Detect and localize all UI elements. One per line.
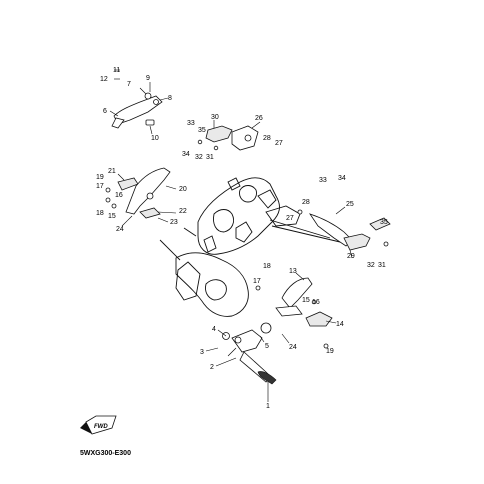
fwd-label: FWD: [94, 424, 108, 430]
callout-9: 9: [146, 75, 150, 82]
rear-footrest-right: [297, 209, 391, 251]
rear-footrest-bracket-left: [111, 92, 163, 129]
callout-33: 33: [187, 120, 195, 127]
callout-25: 25: [346, 201, 354, 208]
callout-6: 6: [103, 108, 107, 115]
callout-3: 3: [200, 349, 204, 356]
callout-27: 27: [275, 140, 283, 147]
callout-15: 15: [302, 297, 310, 304]
callout-16: 16: [312, 299, 320, 306]
callout-11: 11: [113, 67, 120, 74]
callout-34: 34: [338, 175, 346, 182]
callout-17: 17: [253, 278, 261, 285]
callout-31: 31: [206, 154, 214, 161]
callout-31: 31: [378, 262, 386, 269]
callout-1: 1: [266, 403, 270, 410]
callout-17: 17: [96, 183, 104, 190]
callout-20: 20: [179, 186, 187, 193]
callout-19: 19: [326, 348, 334, 355]
callout-12: 12: [100, 76, 108, 83]
callout-35: 35: [198, 127, 206, 134]
callout-23: 23: [170, 219, 178, 226]
rider-footrest-left: [197, 125, 259, 151]
callout-8: 8: [168, 95, 172, 102]
callout-35: 35: [380, 219, 388, 226]
callout-27: 27: [286, 215, 294, 222]
callout-32: 32: [367, 262, 375, 269]
callout-33: 33: [319, 177, 327, 184]
callout-7: 7: [127, 81, 131, 88]
callouts: 11 12 7 9 8 6 10 30 26 33 35 34 32 31 28…: [96, 67, 388, 410]
callout-19: 19: [96, 174, 104, 181]
callout-14: 14: [336, 321, 344, 328]
rider-footrest-right: [255, 277, 333, 349]
callout-4: 4: [212, 326, 216, 333]
callout-22: 22: [179, 208, 187, 215]
callout-21: 21: [108, 168, 116, 175]
callout-28: 28: [263, 135, 271, 142]
callout-13: 13: [289, 268, 297, 275]
callout-29: 29: [347, 253, 355, 260]
callout-32: 32: [195, 154, 203, 161]
callout-15: 15: [108, 213, 116, 220]
frame-outline: [159, 177, 341, 317]
callout-18: 18: [263, 263, 271, 270]
callout-34: 34: [182, 151, 190, 158]
sidestand-assembly: [222, 322, 277, 385]
callout-24: 24: [116, 226, 124, 233]
diagram-caption: 5WXG300-E300: [80, 450, 131, 457]
callout-28: 28: [302, 199, 310, 206]
callout-2: 2: [210, 364, 214, 371]
left-footrest-assembly: [105, 167, 171, 219]
callout-10: 10: [151, 135, 159, 142]
callout-26: 26: [255, 115, 263, 122]
callout-18: 18: [96, 210, 104, 217]
callout-5: 5: [265, 343, 269, 350]
leader-lines: [109, 69, 353, 402]
callout-24: 24: [289, 344, 297, 351]
callout-16: 16: [115, 192, 123, 199]
fwd-arrow-badge: FWD: [80, 415, 117, 435]
callout-30: 30: [211, 114, 219, 121]
